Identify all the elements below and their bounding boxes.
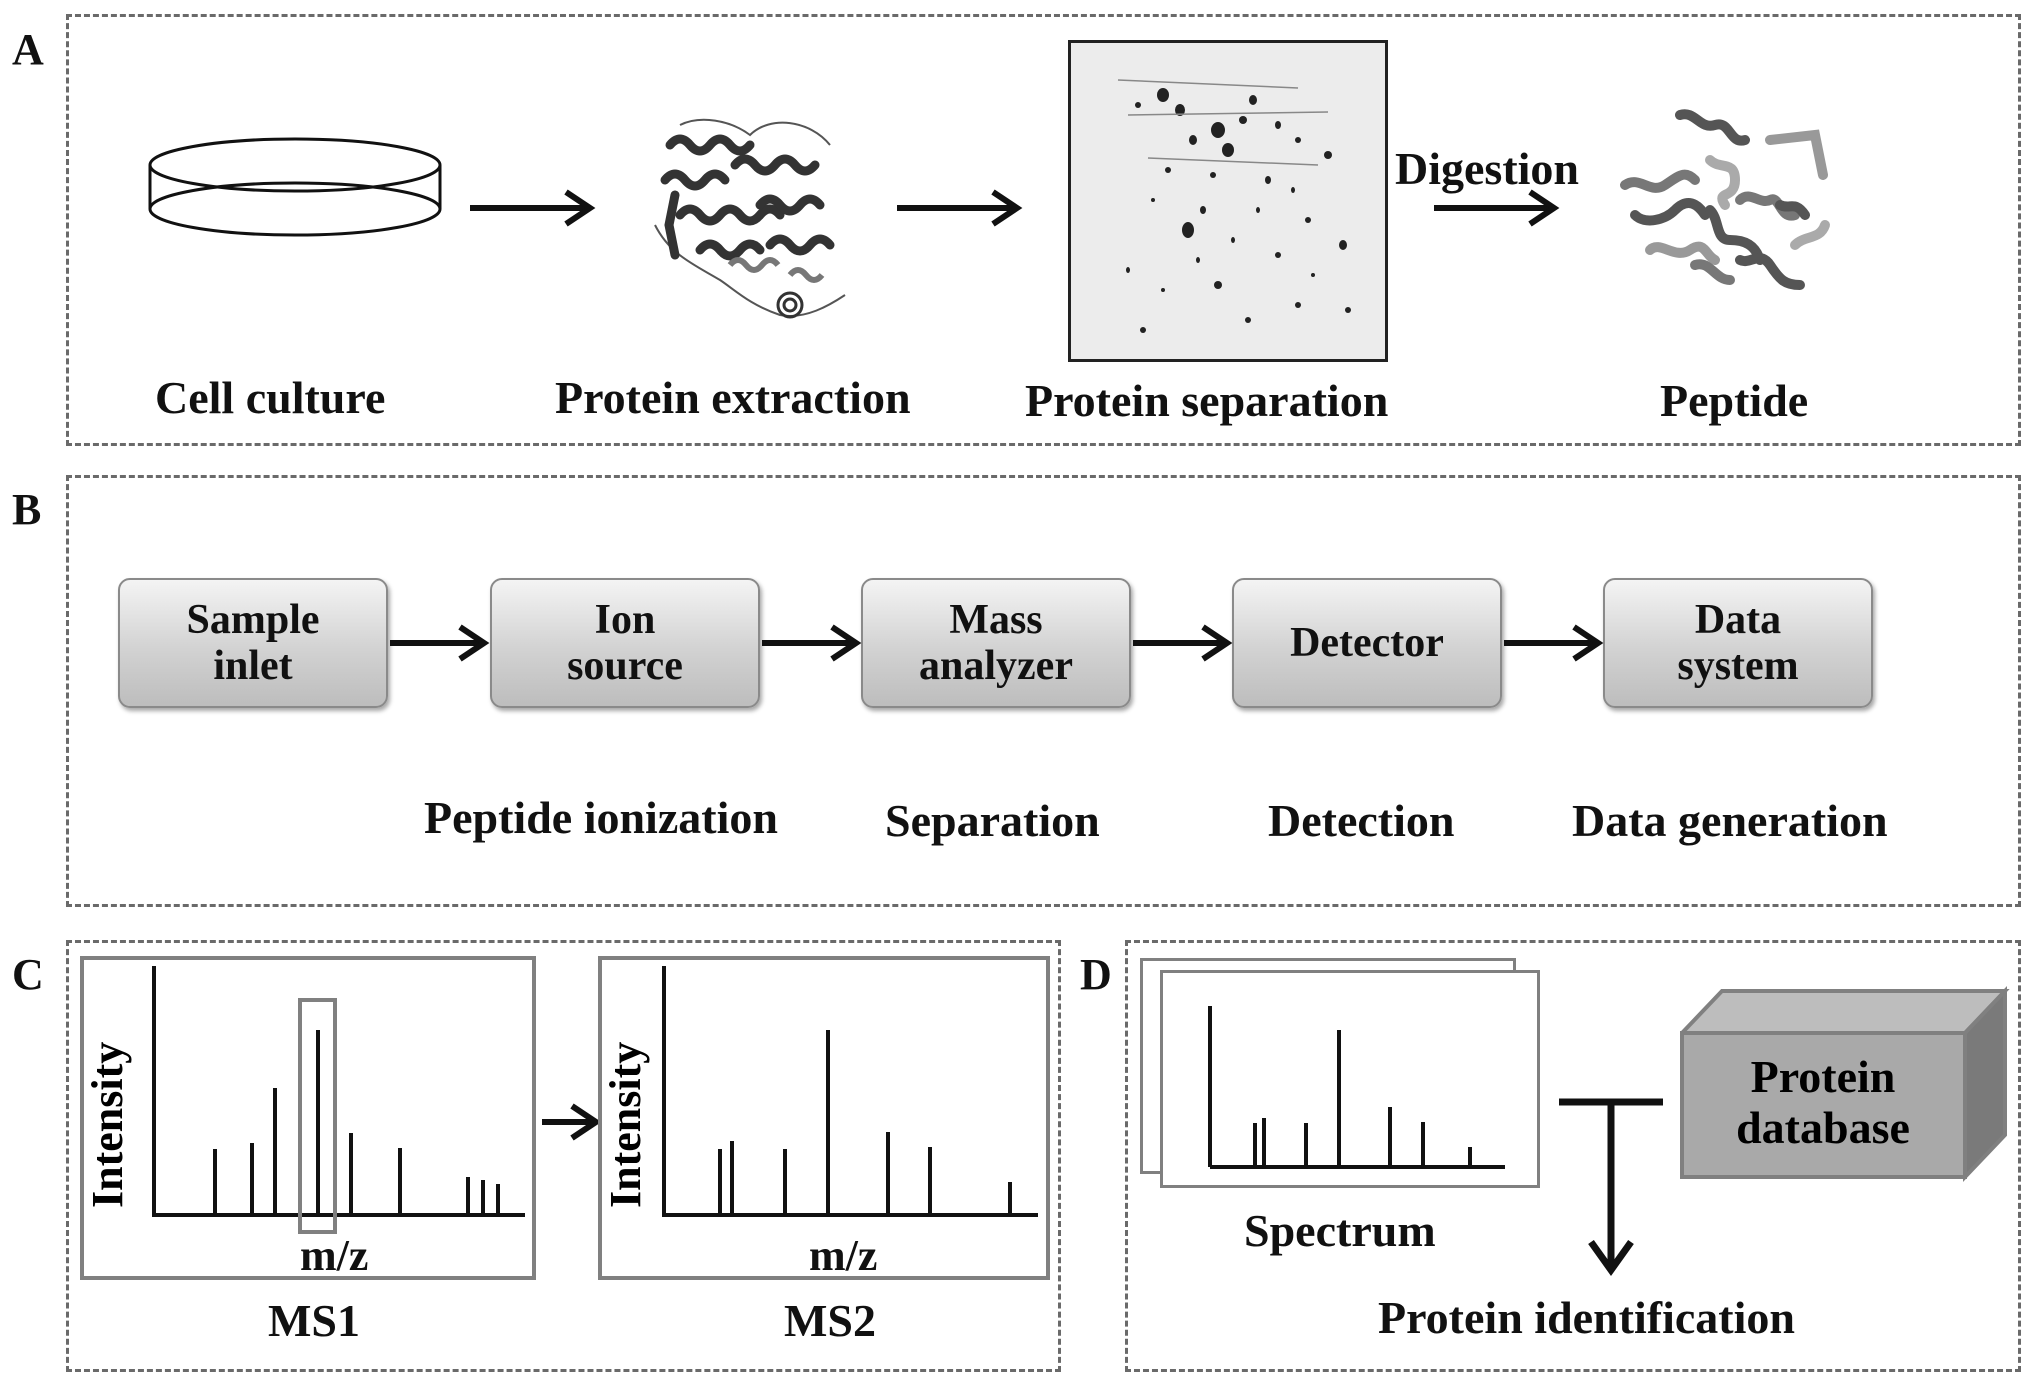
flow-box-mass-analyzer: Mass analyzer — [861, 578, 1131, 708]
panel-a — [66, 14, 2021, 446]
panel-label-b: B — [12, 485, 42, 534]
ms2-y-axis-label: Intensity — [601, 1042, 650, 1208]
digestion-label: Digestion — [1395, 143, 1579, 194]
database-label-line2: database — [1736, 1102, 1910, 1153]
identification-arrow-icon — [1559, 1098, 1663, 1277]
ms1-spectrum-plot: Intensity — [83, 966, 525, 1234]
panel-c — [66, 940, 1061, 1372]
panel-label-c: C — [12, 950, 44, 999]
ms2-title: MS2 — [784, 1295, 876, 1346]
flow-caption-detection: Detection — [1268, 795, 1455, 846]
selected-precursor-highlight — [298, 998, 337, 1234]
arrow-right-icon — [1504, 624, 1604, 662]
flow-caption-peptide-ionization: Peptide ionization — [424, 792, 778, 843]
ms1-x-axis-label: m/z — [300, 1231, 369, 1280]
ms1-y-axis-label: Intensity — [83, 1042, 132, 1208]
gel-image — [1068, 40, 1388, 362]
arrow-right-icon — [542, 1103, 602, 1141]
spectrum-card-front — [1160, 970, 1540, 1188]
peptides-icon — [1620, 109, 1830, 290]
spectrum-plot — [1208, 1006, 1505, 1169]
arrow-right-icon — [897, 189, 1023, 227]
arrow-right-icon — [390, 624, 490, 662]
ms2-spectrum-plot: Intensity — [601, 966, 1038, 1217]
spectrum-label: Spectrum — [1244, 1205, 1436, 1256]
panel-label-d: D — [1080, 950, 1112, 999]
step-label-peptide: Peptide — [1660, 375, 1809, 426]
panel-d — [1125, 940, 2021, 1372]
ms2-spectrum-box — [598, 956, 1050, 1280]
step-label-cell-culture: Cell culture — [155, 372, 386, 423]
flow-box-ion-source: Ion source — [490, 578, 760, 708]
ms1-title: MS1 — [268, 1295, 360, 1346]
database-label-line1: Protein — [1751, 1051, 1896, 1102]
ms2-x-axis-label: m/z — [809, 1231, 878, 1280]
protein-structure-icon — [654, 118, 846, 319]
arrow-right-icon — [1434, 189, 1560, 227]
arrow-right-icon — [762, 624, 862, 662]
panel-label-a: A — [12, 25, 44, 74]
flow-box-data-system: Data system — [1603, 578, 1873, 708]
arrow-right-icon — [1133, 624, 1233, 662]
step-label-protein-separation: Protein separation — [1025, 375, 1389, 426]
panel-b — [66, 475, 2021, 907]
flow-box-sample-inlet: Sample inlet — [118, 578, 388, 708]
flow-caption-data-generation: Data generation — [1572, 795, 1888, 846]
petri-dish-icon — [148, 137, 442, 237]
flow-caption-separation: Separation — [885, 795, 1100, 846]
arrow-right-icon — [470, 189, 596, 227]
protein-identification-label: Protein identification — [1378, 1292, 1795, 1343]
flow-box-detector: Detector — [1232, 578, 1502, 708]
protein-database-icon: Protein database — [1680, 986, 2010, 1182]
step-label-protein-extraction: Protein extraction — [555, 372, 911, 423]
